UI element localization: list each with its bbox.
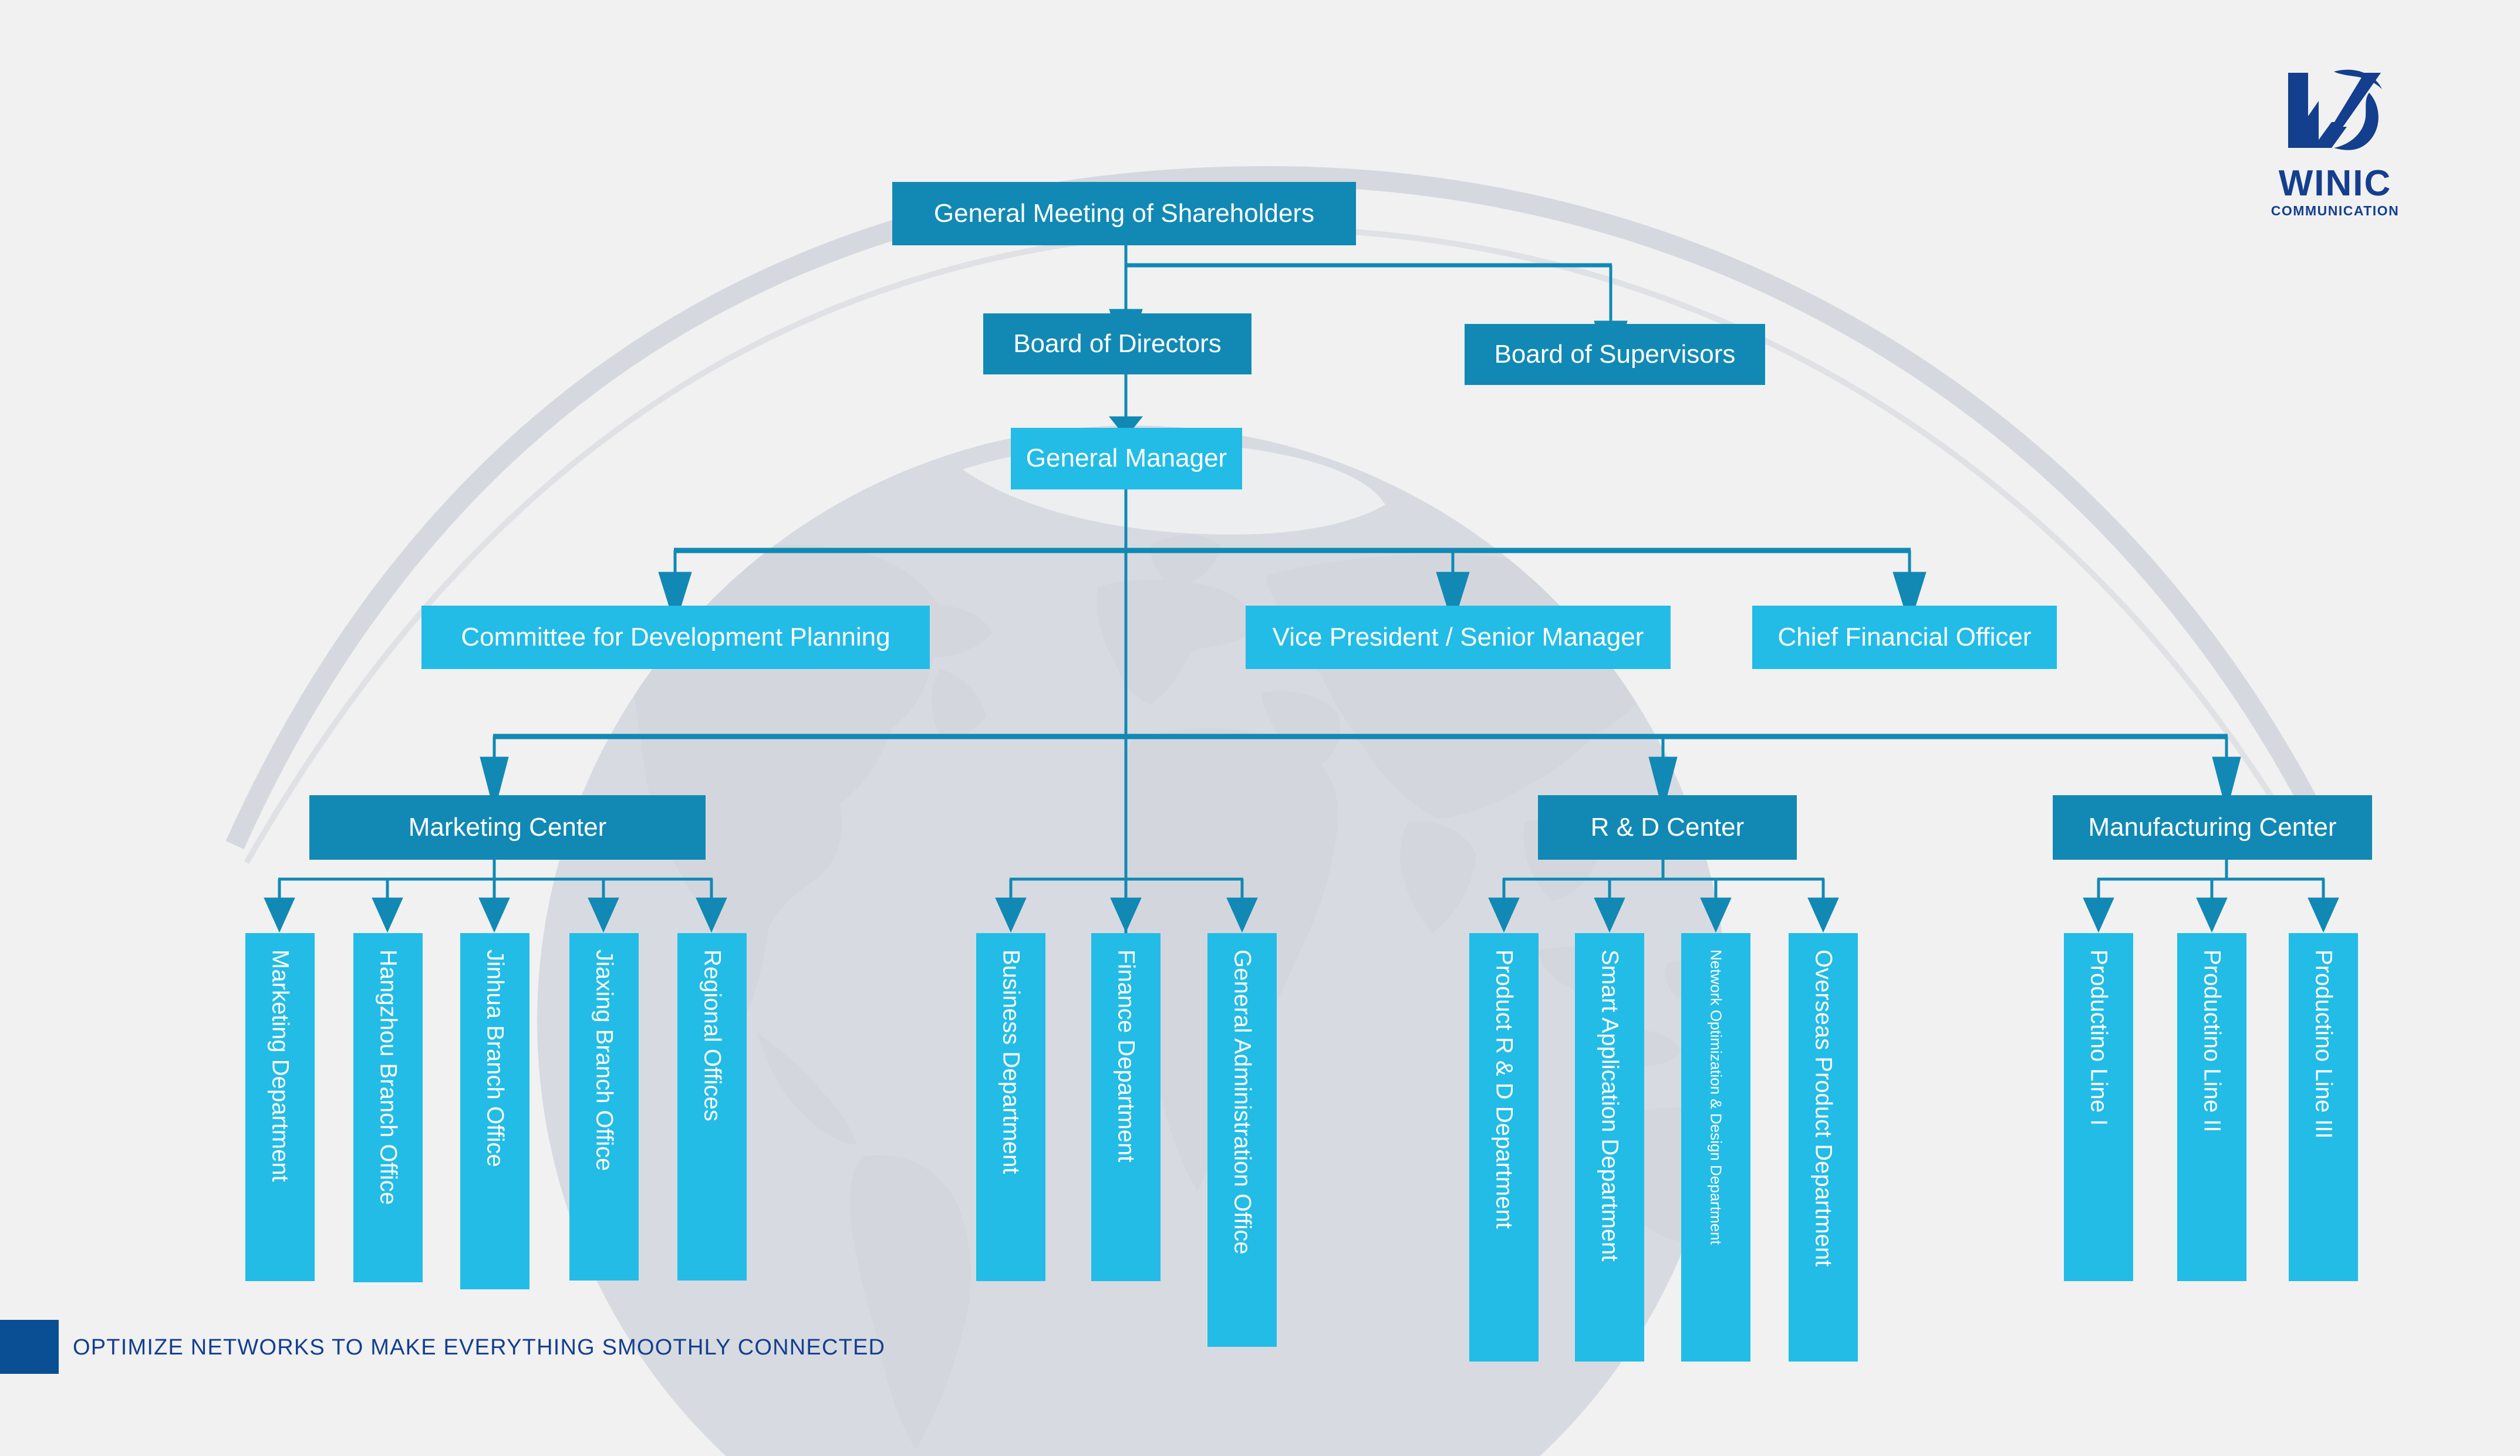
node-label: Board of Supervisors <box>1494 339 1736 369</box>
node-label: General Administration Office <box>1229 950 1256 1255</box>
node-label: Regional Offices <box>699 950 726 1121</box>
footer-tagline: OPTIMIZE NETWORKS TO MAKE EVERYTHING SMO… <box>73 1335 886 1360</box>
node-productino-line-3[interactable]: Productino Line III <box>2289 933 2358 1281</box>
node-regional-offices[interactable]: Regional Offices <box>677 933 747 1281</box>
node-label: Marketing Center <box>408 812 607 842</box>
node-label: Finance Department <box>1113 950 1139 1163</box>
node-label: Productino Line II <box>2199 950 2225 1133</box>
node-marketing-department[interactable]: Marketing Department <box>245 933 315 1281</box>
node-productino-line-1[interactable]: Productino Line I <box>2064 933 2133 1281</box>
node-label: Overseas Product Department <box>1810 950 1837 1267</box>
node-chief-financial-officer[interactable]: Chief Financial Officer <box>1752 606 2057 669</box>
node-vice-president-senior-manager[interactable]: Vice President / Senior Manager <box>1246 606 1671 669</box>
node-label: Vice President / Senior Manager <box>1272 622 1644 651</box>
node-label: Jinhua Branch Office <box>482 950 508 1167</box>
brand-subtitle: COMMUNICATION <box>2271 203 2400 218</box>
node-rnd-center[interactable]: R & D Center <box>1538 795 1797 860</box>
node-manufacturing-center[interactable]: Manufacturing Center <box>2053 795 2372 860</box>
node-network-optimization-design-department[interactable]: Network Optimization & Design Department <box>1681 933 1750 1362</box>
node-finance-department[interactable]: Finance Department <box>1091 933 1161 1281</box>
node-label: Business Department <box>998 950 1024 1174</box>
node-label: Chief Financial Officer <box>1777 622 2032 651</box>
node-productino-line-2[interactable]: Productino Line II <box>2177 933 2246 1281</box>
node-label: General Manager <box>1025 444 1227 473</box>
node-hangzhou-branch-office[interactable]: Hangzhou Branch Office <box>353 933 423 1282</box>
node-label: Productino Line III <box>2310 950 2337 1139</box>
node-committee-for-development-planning[interactable]: Committee for Development Planning <box>421 606 930 669</box>
brand-name: WINIC <box>2278 163 2392 204</box>
node-label: Manufacturing Center <box>2088 812 2337 842</box>
node-jinhua-branch-office[interactable]: Jinhua Branch Office <box>460 933 529 1289</box>
node-label: Committee for Development Planning <box>461 622 890 651</box>
brand-logo[interactable]: WINIC COMMUNICATION <box>2267 66 2403 218</box>
node-label: Network Optimization & Design Department <box>1707 950 1725 1245</box>
node-board-of-supervisors[interactable]: Board of Supervisors <box>1465 324 1765 385</box>
node-marketing-center[interactable]: Marketing Center <box>309 795 706 860</box>
node-label: General Meeting of Shareholders <box>933 198 1315 228</box>
node-smart-application-department[interactable]: Smart Application Department <box>1575 933 1644 1362</box>
node-label: Hangzhou Branch Office <box>375 950 402 1205</box>
node-product-rnd-department[interactable]: Product R & D Department <box>1469 933 1539 1362</box>
node-overseas-product-department[interactable]: Overseas Product Department <box>1789 933 1858 1362</box>
node-jiaxing-branch-office[interactable]: Jiaxing Branch Office <box>569 933 639 1281</box>
footer-accent-block <box>0 1320 59 1374</box>
node-label: Productino Line I <box>2086 950 2112 1126</box>
node-board-of-directors[interactable]: Board of Directors <box>983 313 1251 374</box>
node-general-meeting-of-shareholders[interactable]: General Meeting of Shareholders <box>892 182 1356 245</box>
node-label: Smart Application Department <box>1597 950 1623 1262</box>
winic-wd-monogram-icon <box>2288 69 2382 150</box>
node-label: Jiaxing Branch Office <box>591 950 618 1171</box>
node-general-administration-office[interactable]: General Administration Office <box>1207 933 1277 1347</box>
node-label: Product R & D Department <box>1491 950 1517 1229</box>
node-general-manager[interactable]: General Manager <box>1011 428 1242 489</box>
node-label: Marketing Department <box>267 950 294 1182</box>
node-business-department[interactable]: Business Department <box>976 933 1045 1281</box>
node-label: Board of Directors <box>1013 329 1222 358</box>
node-label: R & D Center <box>1590 812 1745 842</box>
